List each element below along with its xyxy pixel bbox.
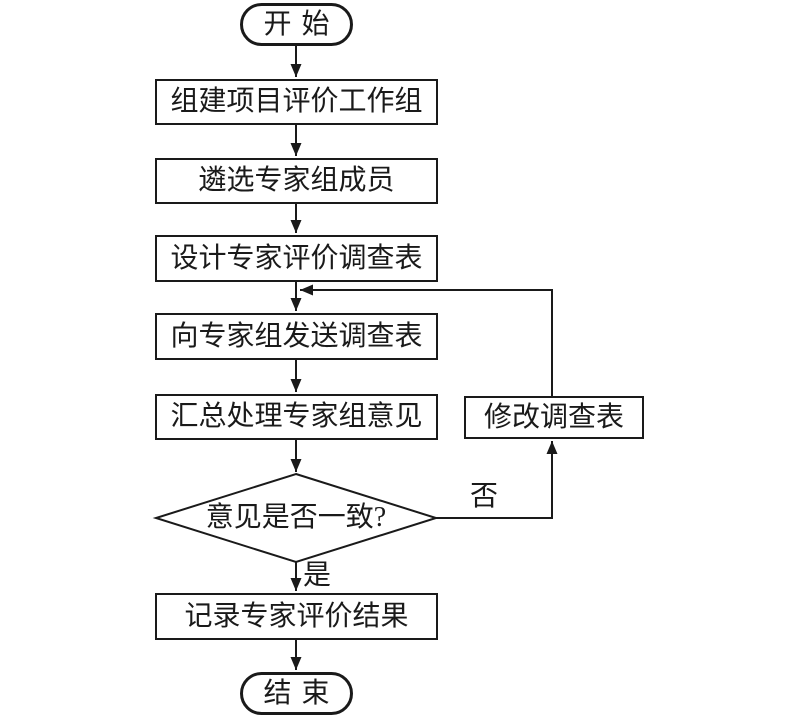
node-step3-label: 设计专家评价调查表: [170, 242, 423, 274]
node-modify: 修改调查表: [464, 396, 644, 439]
node-step2: 遴选专家组成员: [155, 158, 438, 204]
decision-diamond-shape: [152, 472, 440, 564]
node-end-label: 结束: [263, 677, 340, 709]
node-step5-label: 汇总处理专家组意见: [170, 401, 423, 432]
node-step3: 设计专家评价调查表: [155, 235, 438, 282]
arrow-decision-no-to-modify: [434, 441, 558, 519]
edge-label-no: 否: [470, 481, 499, 512]
node-step6-label: 记录专家评价结果: [184, 600, 409, 632]
node-decision-label: 意见是否一致?: [205, 502, 387, 533]
node-step4-label: 向专家组发送调查表: [170, 320, 423, 352]
node-modify-label: 修改调查表: [483, 401, 624, 433]
node-step1: 组建项目评价工作组: [155, 79, 438, 125]
node-step5: 汇总处理专家组意见: [155, 394, 438, 440]
node-step4: 向专家组发送调查表: [155, 313, 438, 360]
node-start-label: 开始: [263, 8, 340, 40]
arrow-modify-feedback-to-mainline: [300, 284, 553, 396]
node-step6: 记录专家评价结果: [155, 593, 438, 640]
node-end: 结束: [240, 672, 353, 715]
edge-label-yes: 是: [303, 560, 332, 591]
node-step2-label: 遴选专家组成员: [198, 165, 395, 196]
node-start: 开始: [240, 3, 353, 46]
node-step1-label: 组建项目评价工作组: [170, 86, 423, 117]
